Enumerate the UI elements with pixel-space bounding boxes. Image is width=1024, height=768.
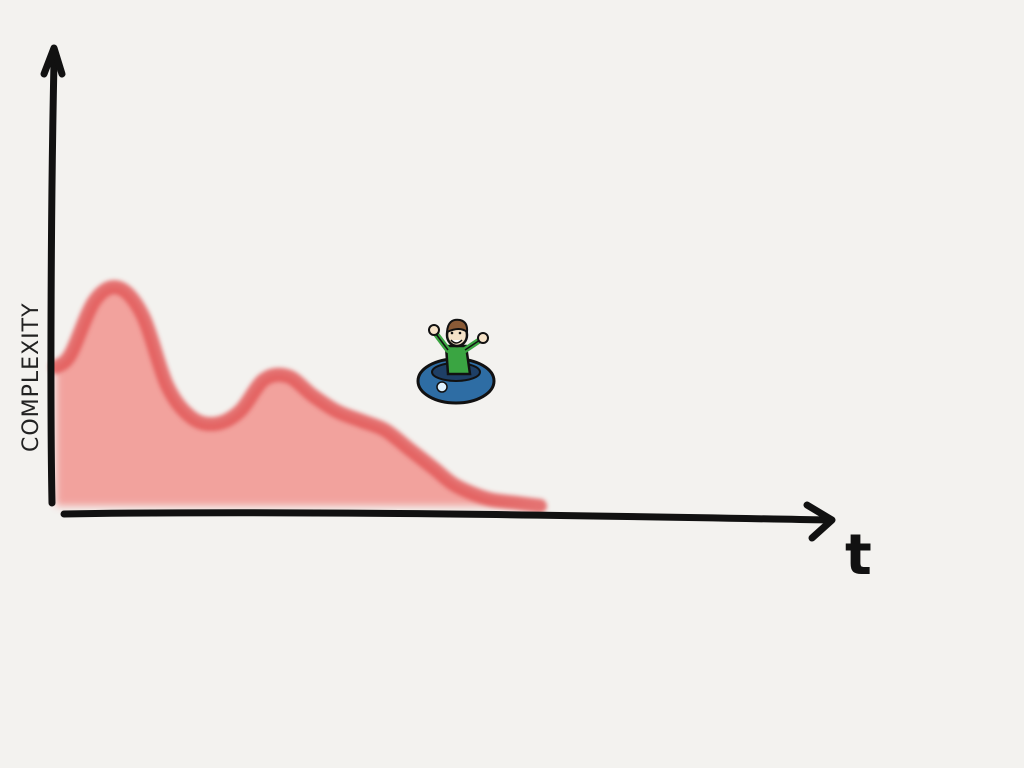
y-axis-label: COMPLEXITY bbox=[19, 302, 44, 452]
axes bbox=[40, 44, 836, 542]
x-axis-label: t bbox=[845, 523, 872, 588]
y-axis-arrowhead bbox=[40, 44, 66, 78]
person-on-snow-tube-icon bbox=[416, 318, 496, 405]
y-axis bbox=[47, 58, 58, 507]
complexity-area bbox=[49, 280, 547, 513]
x-axis bbox=[60, 509, 834, 524]
x-axis-arrowhead bbox=[803, 501, 836, 542]
area-edge-line bbox=[49, 280, 547, 513]
area-fill bbox=[56, 287, 540, 506]
